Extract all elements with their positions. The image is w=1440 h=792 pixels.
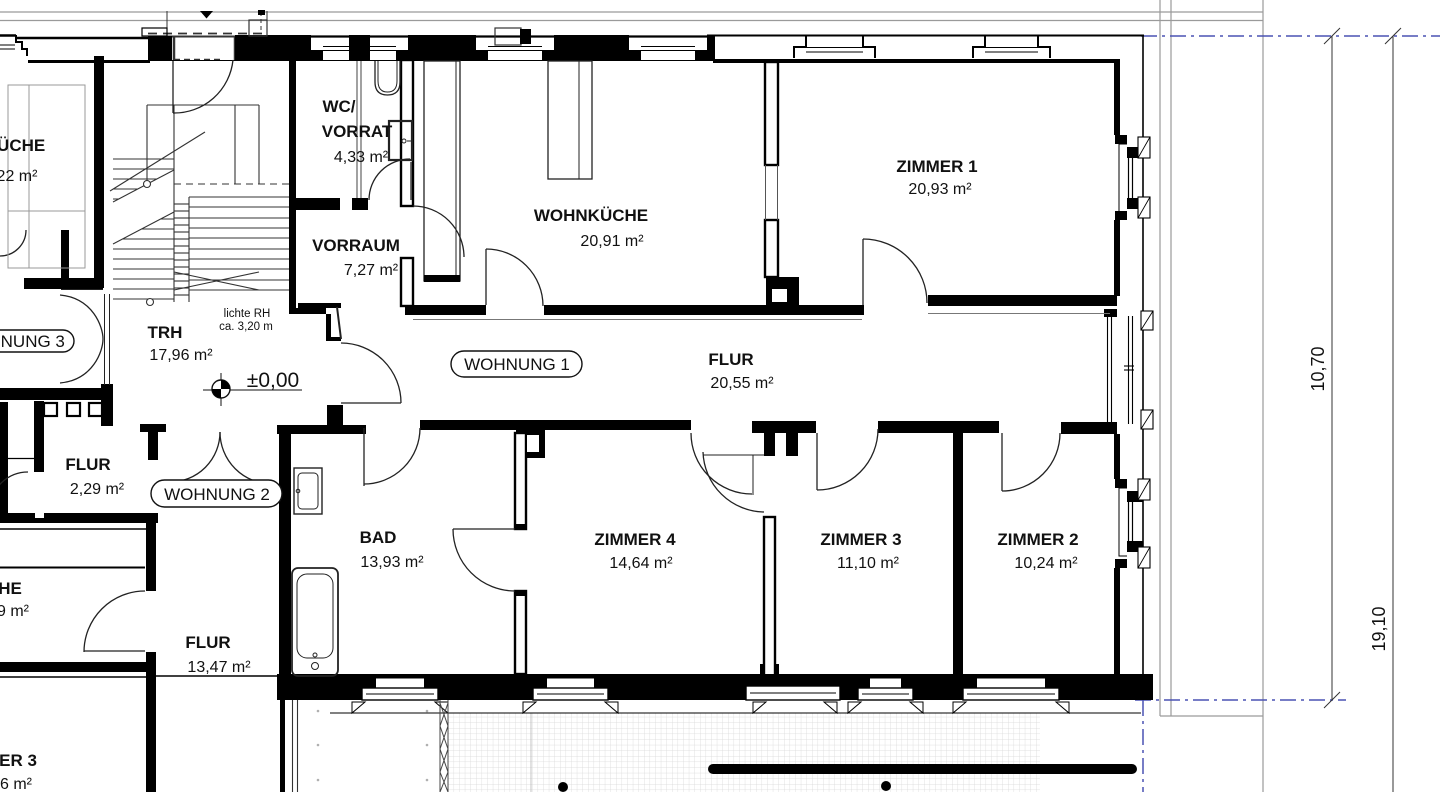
svg-text:ER 3: ER 3: [0, 751, 37, 770]
svg-text:6 m²: 6 m²: [0, 776, 33, 792]
svg-text:13,47 m²: 13,47 m²: [187, 659, 251, 676]
svg-text:VORRAUM: VORRAUM: [312, 236, 400, 255]
svg-text:11,10 m²: 11,10 m²: [837, 555, 900, 572]
svg-text:2,29 m²: 2,29 m²: [70, 481, 125, 498]
svg-text:20,91 m²: 20,91 m²: [580, 233, 644, 250]
svg-text:TRH: TRH: [148, 323, 183, 342]
svg-text:WC/: WC/: [322, 97, 355, 116]
svg-text:9 m²: 9 m²: [0, 603, 30, 620]
svg-text:FLUR: FLUR: [65, 455, 110, 474]
svg-text:ca. 3,20 m: ca. 3,20 m: [219, 321, 273, 333]
svg-text:4,33 m²: 4,33 m²: [334, 149, 389, 166]
svg-text:ZIMMER 1: ZIMMER 1: [896, 157, 977, 176]
svg-text:20,55 m²: 20,55 m²: [710, 375, 774, 392]
svg-text:20,93 m²: 20,93 m²: [908, 181, 972, 198]
svg-text:10,70: 10,70: [1308, 346, 1328, 391]
svg-text:13,93 m²: 13,93 m²: [360, 554, 424, 571]
svg-text:19,10: 19,10: [1369, 606, 1389, 651]
svg-text:WOHNUNG 1: WOHNUNG 1: [464, 355, 570, 374]
svg-text:FLUR: FLUR: [185, 633, 230, 652]
svg-text:10,24 m²: 10,24 m²: [1014, 555, 1078, 572]
svg-text:WOHNUNG 2: WOHNUNG 2: [164, 485, 270, 504]
svg-text:lichte RH: lichte RH: [224, 308, 271, 320]
svg-text:±0,00: ±0,00: [247, 369, 299, 392]
svg-text:FLUR: FLUR: [708, 350, 753, 369]
svg-text:WOHNKÜCHE: WOHNKÜCHE: [534, 206, 648, 225]
svg-text:ZIMMER 4: ZIMMER 4: [594, 530, 676, 549]
svg-text:17,96 m²: 17,96 m²: [149, 347, 213, 364]
svg-text:22 m²: 22 m²: [0, 168, 38, 185]
svg-text:VORRAT: VORRAT: [322, 122, 393, 141]
svg-text:BAD: BAD: [360, 528, 397, 547]
svg-text:WOHNUNG 3: WOHNUNG 3: [0, 332, 65, 351]
svg-text:KÜCHE: KÜCHE: [0, 136, 45, 155]
svg-text:HE: HE: [0, 579, 22, 598]
svg-text:ZIMMER 3: ZIMMER 3: [820, 530, 901, 549]
svg-text:ZIMMER 2: ZIMMER 2: [997, 530, 1078, 549]
svg-text:14,64 m²: 14,64 m²: [609, 555, 673, 572]
svg-text:7,27 m²: 7,27 m²: [344, 262, 399, 279]
